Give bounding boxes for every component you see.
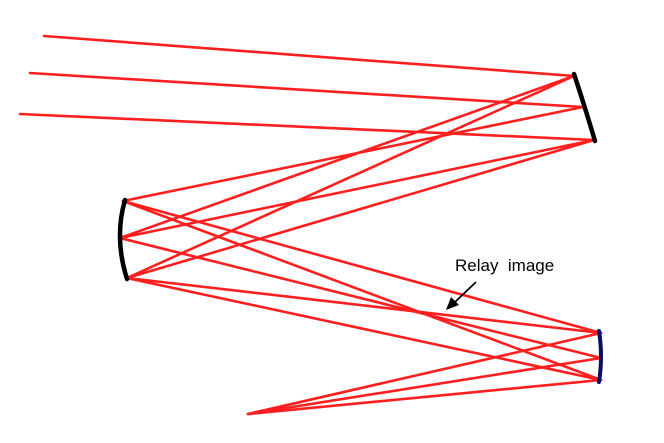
- incoming-ray-bottom: [18, 112, 596, 142]
- ray-primary-to-secondary-1: [125, 74, 576, 280]
- ray-primary-to-secondary-3: [121, 105, 585, 203]
- relay-image-arrow-shaft: [453, 281, 477, 304]
- primary-mirror: [571, 71, 598, 144]
- ray-primary-to-secondary-4: [125, 138, 596, 280]
- secondary-mirror: [117, 197, 130, 282]
- ray-tertiary-to-focus-2: [246, 356, 603, 416]
- incoming-ray-middle: [28, 71, 585, 109]
- ray-secondary-to-tertiary-5: [125, 276, 603, 382]
- ray-tertiary-to-focus-3: [246, 378, 603, 416]
- ray-secondary-to-tertiary-3: [118, 236, 603, 360]
- incoming-ray-top: [42, 34, 576, 78]
- ray-primary-to-secondary-2: [118, 74, 576, 240]
- ray-secondary-to-tertiary-1: [121, 199, 603, 335]
- relay-image-annotation: Relay image: [446, 256, 554, 310]
- ray-tertiary-to-focus-1: [246, 331, 603, 416]
- tertiary-mirror: [597, 329, 603, 384]
- relay-image-arrow-head: [446, 297, 459, 310]
- ray-secondary-to-tertiary-2: [121, 199, 603, 382]
- ray-bundle: [18, 34, 603, 416]
- relay-image-label: Relay image: [455, 256, 554, 275]
- ray-secondary-to-tertiary-4: [125, 276, 603, 335]
